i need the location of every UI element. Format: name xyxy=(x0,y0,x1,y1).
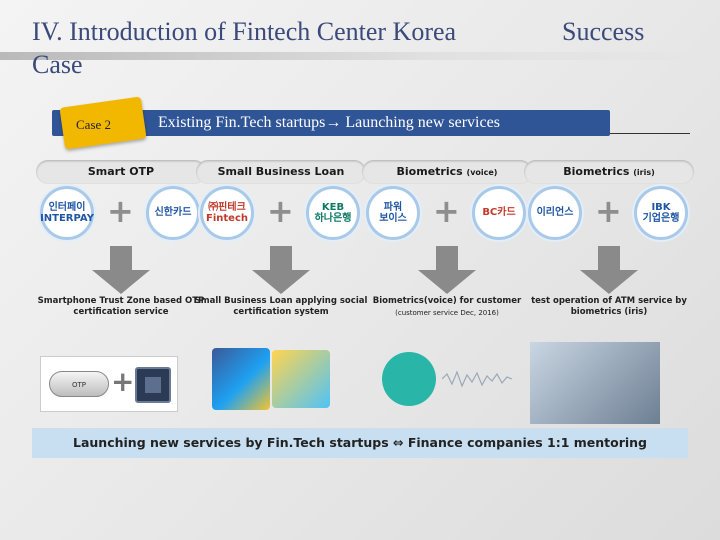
title-success: Success xyxy=(562,17,645,46)
partner-pair: 인터페이 INTERPAY + 신한카드 xyxy=(36,184,206,242)
loan-analysis-image xyxy=(272,350,330,408)
partner-pair: 이리언스 + IBK 기업은행 xyxy=(524,184,694,242)
down-arrow-icon xyxy=(580,246,638,294)
category-label: Small Business Loan xyxy=(196,160,366,184)
startup-logo: 인터페이 INTERPAY xyxy=(40,186,94,240)
chip-icon xyxy=(135,367,171,403)
title-line2: Case xyxy=(32,50,83,79)
title-rule xyxy=(0,52,720,60)
category-label: Biometrics (iris) xyxy=(524,160,694,184)
title-line1: IV. Introduction of Fintech Center Korea xyxy=(32,17,457,46)
voice-wave-icon xyxy=(442,370,512,388)
bank-logo: 신한카드 xyxy=(146,186,200,240)
bank-logo: IBK 기업은행 xyxy=(634,186,688,240)
category-label: Biometrics (voice) xyxy=(362,160,532,184)
case-description: test operation of ATM service by biometr… xyxy=(531,296,687,318)
startup-logo: 이리언스 xyxy=(528,186,582,240)
startup-logo: ㈜핀테크 Fintech xyxy=(200,186,254,240)
plus-icon: + xyxy=(111,365,135,398)
footer-summary: Launching new services by Fin.Tech start… xyxy=(32,428,688,458)
otp-key-icon: OTP xyxy=(49,371,109,397)
down-arrow-icon xyxy=(252,246,310,294)
bank-logo: KEB 하나은행 xyxy=(306,186,360,240)
plus-icon: + xyxy=(433,192,460,230)
startup-logo: 파워 보이스 xyxy=(366,186,420,240)
plus-icon: + xyxy=(595,192,622,230)
case-description: Biometrics(voice) for customer (customer… xyxy=(372,296,522,318)
bank-logo: BC카드 xyxy=(472,186,526,240)
iris-atm-photo xyxy=(530,342,660,424)
banner-text: Existing Fin.Tech startups→ Launching ne… xyxy=(158,114,500,131)
banner-rule xyxy=(610,133,690,134)
otp-token-image: OTP + xyxy=(40,356,178,412)
partner-pair: ㈜핀테크 Fintech + KEB 하나은행 xyxy=(196,184,366,242)
social-media-image xyxy=(212,348,270,410)
slide-title: IV. Introduction of Fintech Center Korea… xyxy=(32,16,692,47)
down-arrow-icon xyxy=(92,246,150,294)
plus-icon: + xyxy=(107,192,134,230)
partner-pair: 파워 보이스 + BC카드 xyxy=(362,184,532,242)
case-description: Small Business Loan applying social cert… xyxy=(194,296,368,318)
plus-icon: + xyxy=(267,192,294,230)
category-label: Smart OTP xyxy=(36,160,206,184)
voice-recognition-icon xyxy=(382,352,436,406)
case-description: Smartphone Trust Zone based OTP certific… xyxy=(37,296,205,318)
case-tag-label: Case 2 xyxy=(76,117,112,132)
down-arrow-icon xyxy=(418,246,476,294)
